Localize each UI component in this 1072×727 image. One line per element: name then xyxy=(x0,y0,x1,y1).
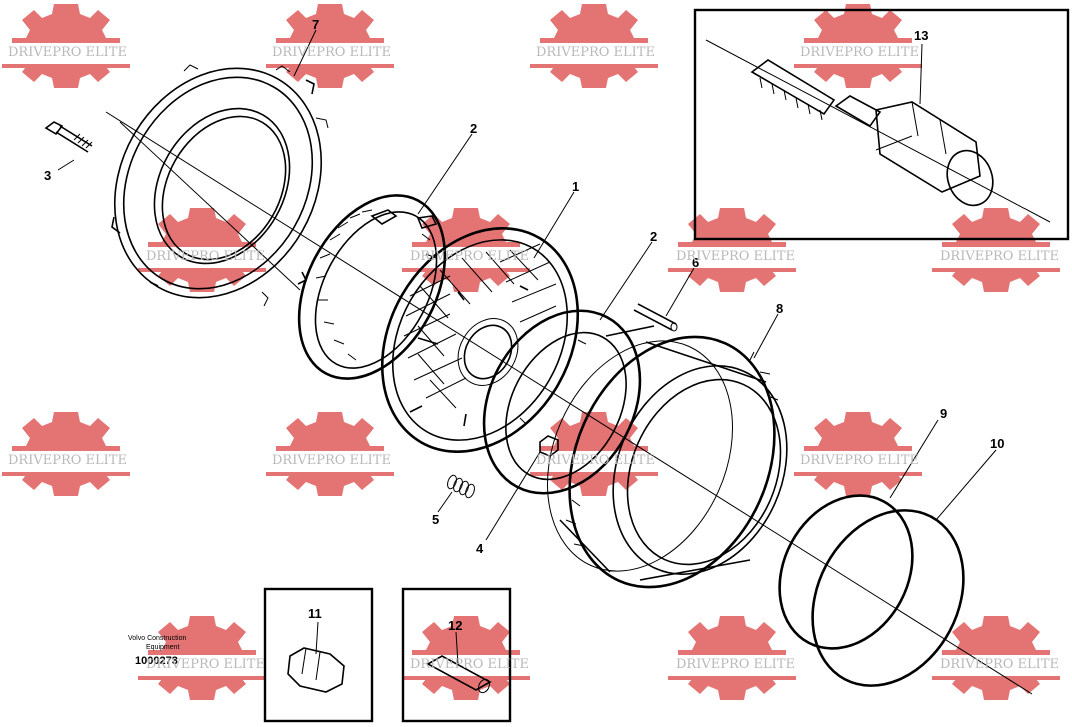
watermark-text: DRIVEPRO ELITE xyxy=(410,249,529,264)
o-ring-small xyxy=(778,494,914,650)
callout-4: 4 xyxy=(476,541,484,556)
watermark-text: DRIVEPRO ELITE xyxy=(410,657,529,672)
watermark-text: DRIVEPRO ELITE xyxy=(940,657,1059,672)
watermark-text: DRIVEPRO ELITE xyxy=(676,657,795,672)
inset-plug-box xyxy=(263,587,374,723)
callout-5: 5 xyxy=(432,512,439,527)
watermark-text: DRIVEPRO ELITE xyxy=(146,249,265,264)
watermark-text: DRIVEPRO ELITE xyxy=(536,45,655,60)
center-axis-line xyxy=(105,111,1033,695)
caption-manufacturer: Volvo Construction xyxy=(128,635,186,642)
callout-6: 6 xyxy=(692,255,699,270)
callout-1: 1 xyxy=(572,179,579,194)
callout-7: 7 xyxy=(312,17,319,32)
callout-13: 13 xyxy=(914,28,928,43)
watermark-layer xyxy=(0,4,1068,700)
watermark-text: DRIVEPRO ELITE xyxy=(146,657,265,672)
bolt xyxy=(44,121,93,153)
watermark-text: DRIVEPRO ELITE xyxy=(800,45,919,60)
watermark-text-layer: DRIVEPRO ELITE DRIVEPRO ELITE DRIVEPRO E… xyxy=(8,45,1059,672)
watermark-text: DRIVEPRO ELITE xyxy=(272,45,391,60)
callout-2-left: 2 xyxy=(470,121,477,136)
callout-9: 9 xyxy=(940,406,947,421)
spring xyxy=(447,474,475,499)
callout-12: 12 xyxy=(448,618,462,633)
axis-guide-line xyxy=(119,121,301,291)
watermark-text: DRIVEPRO ELITE xyxy=(8,453,127,468)
leader-lines xyxy=(57,29,997,665)
friction-disc xyxy=(380,227,580,453)
guide-pin xyxy=(633,303,678,332)
callout-10: 10 xyxy=(990,436,1004,451)
callout-11: 11 xyxy=(308,606,322,621)
piston-plate xyxy=(111,64,329,307)
watermark-text: DRIVEPRO ELITE xyxy=(536,453,655,468)
watermark-text: DRIVEPRO ELITE xyxy=(8,45,127,60)
o-ring-large xyxy=(811,509,965,687)
callout-3: 3 xyxy=(44,168,51,183)
watermark-text: DRIVEPRO ELITE xyxy=(800,453,919,468)
caption-manufacturer-sub: Equipment xyxy=(146,644,180,651)
watermark-text: DRIVEPRO ELITE xyxy=(676,249,795,264)
callout-2-right: 2 xyxy=(650,229,657,244)
separator-plate-left xyxy=(297,194,447,380)
inset-pin-box xyxy=(401,587,512,723)
brake-housing xyxy=(547,325,788,589)
callout-8: 8 xyxy=(776,301,783,316)
inset-sensor-box xyxy=(693,8,1070,241)
watermark-text: DRIVEPRO ELITE xyxy=(940,249,1059,264)
drawing-number: 1000273 xyxy=(135,655,178,667)
watermark-text: DRIVEPRO ELITE xyxy=(272,453,391,468)
